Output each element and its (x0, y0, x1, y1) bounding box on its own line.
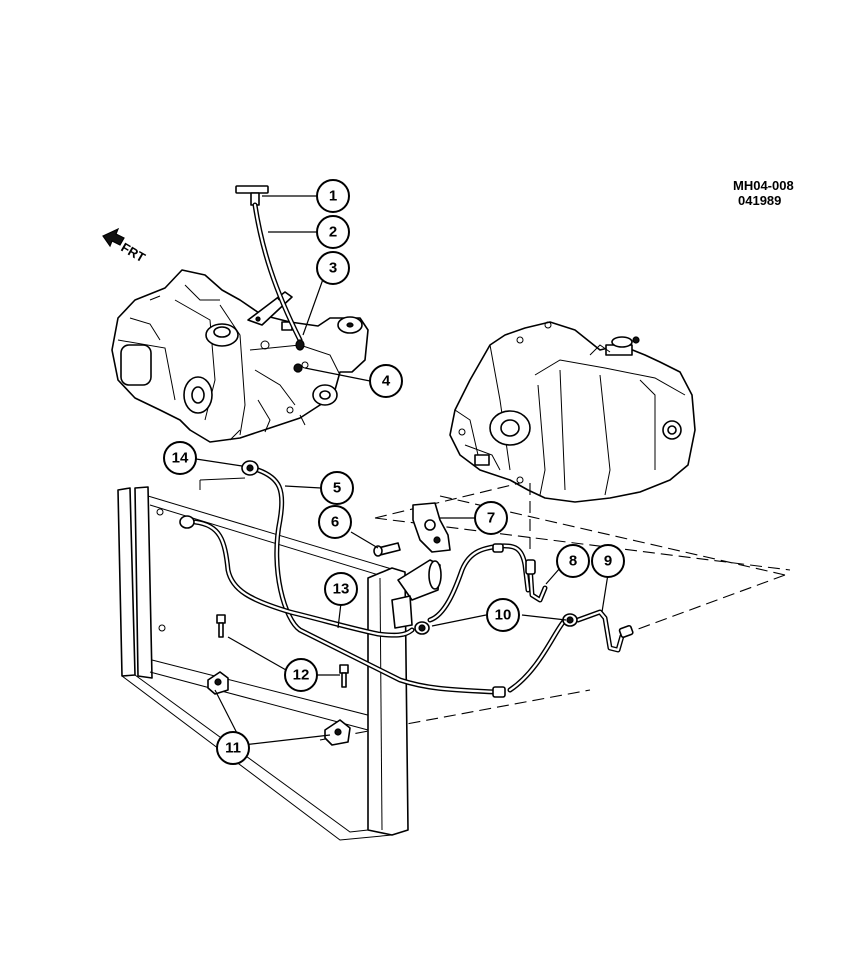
callout-1: 1 (316, 179, 350, 213)
callout-9-label: 9 (604, 553, 612, 570)
callout-2: 2 (316, 215, 350, 249)
bolt-12-right (339, 664, 349, 688)
radiator (117, 477, 409, 841)
reference-line-f (319, 689, 591, 741)
callout-13: 13 (324, 572, 358, 606)
cooler-line-13 (192, 519, 415, 638)
dipstick (235, 185, 269, 206)
reference-line-b (374, 517, 791, 571)
callout-10-label: 10 (495, 607, 512, 624)
callout-7: 7 (474, 501, 508, 535)
callout-3-label: 3 (329, 260, 337, 277)
bolt-6 (373, 542, 401, 557)
hose-clamps (414, 613, 578, 635)
callout-10: 10 (486, 598, 520, 632)
bolt-12-left (216, 614, 226, 638)
callout-14-label: 14 (172, 450, 189, 467)
callout-14: 14 (163, 441, 197, 475)
radiator-bracket-left (207, 671, 229, 695)
callout-12-label: 12 (293, 667, 310, 684)
drawing-date: 041989 (738, 193, 781, 208)
callout-8: 8 (556, 544, 590, 578)
cooler-line-upper (427, 543, 531, 623)
callout-4-label: 4 (382, 373, 391, 390)
callout-4: 4 (369, 364, 403, 398)
transaxle-plug (293, 363, 303, 373)
callout-6: 6 (318, 505, 352, 539)
front-direction-arrow: FRT (102, 227, 148, 266)
callout-1-label: 1 (329, 188, 337, 205)
front-arrow-icon (102, 227, 125, 248)
reference-line-e (629, 574, 786, 633)
callout-2-label: 2 (329, 224, 337, 241)
callout-11: 11 (216, 731, 250, 765)
hose-connectors (179, 460, 506, 698)
radiator-outlet (391, 559, 442, 629)
callout-5: 5 (320, 471, 354, 505)
front-label: FRT (119, 240, 148, 266)
callout-5-label: 5 (333, 480, 341, 497)
callout-6-label: 6 (331, 514, 339, 531)
callout-9: 9 (591, 544, 625, 578)
callout-11-label: 11 (225, 740, 241, 757)
callout-8-label: 8 (569, 553, 577, 570)
fitting-8 (525, 559, 548, 603)
callout-3: 3 (316, 251, 350, 285)
dipstick-tube-seal (295, 339, 305, 351)
radiator-bracket-right (324, 719, 351, 746)
dipstick-tube (252, 202, 303, 343)
transaxle-right (449, 321, 696, 503)
transaxle-upper-left (111, 269, 369, 443)
reference-line-a (374, 482, 521, 519)
cooler-line-5 (255, 467, 568, 695)
callout-13-label: 13 (333, 581, 350, 598)
callout-7-label: 7 (487, 510, 495, 527)
drawing-code: MH04-008 (733, 178, 794, 193)
callout-12: 12 (284, 658, 318, 692)
bracket-7 (412, 502, 451, 553)
fitting-9 (575, 609, 634, 653)
